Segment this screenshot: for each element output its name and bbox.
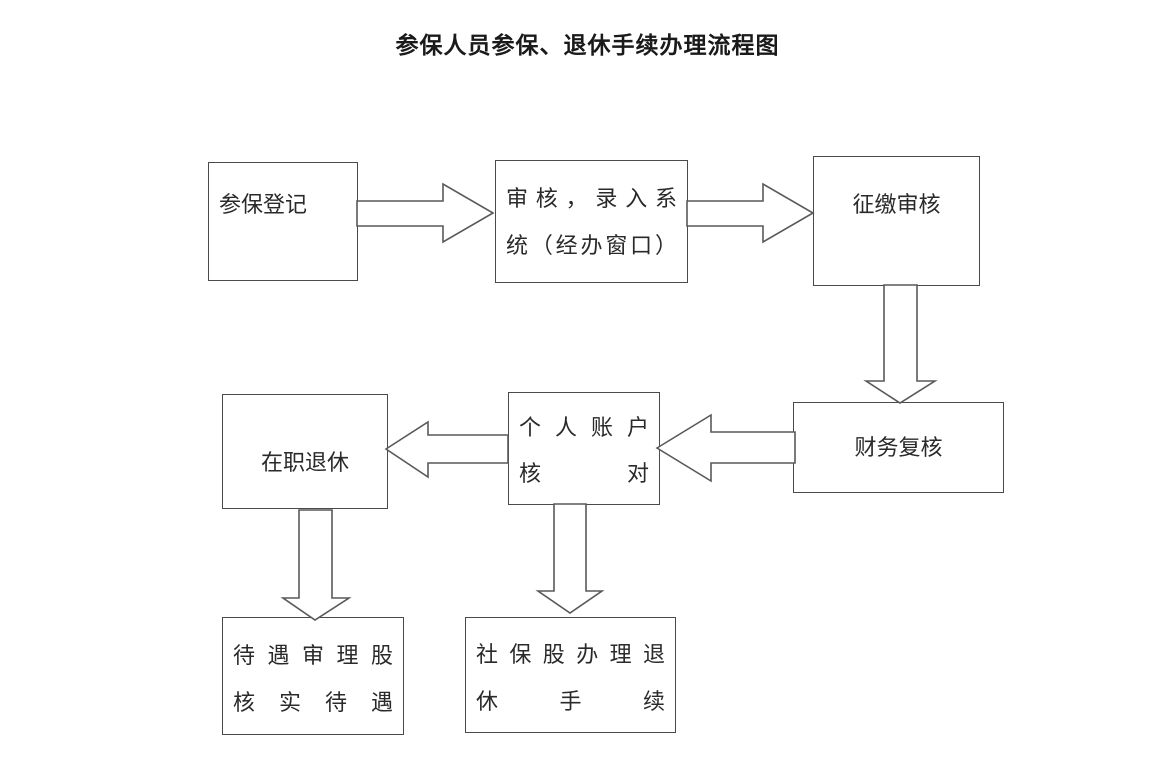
node-personal-account-check[interactable]: 个 人 账 户 核对	[508, 392, 660, 505]
arrow-finance-to-account	[655, 413, 797, 485]
node-label: 个 人 账 户 核对	[519, 415, 649, 486]
node-review-entry-system[interactable]: 审核，录入系 统（经办窗口）	[495, 160, 688, 283]
node-participation-registration[interactable]: 参保登记	[208, 162, 358, 281]
arrow-retirement-to-benefit	[280, 509, 352, 622]
arrow-review-to-collection	[686, 182, 817, 244]
node-label: 在职退休	[260, 450, 349, 475]
arrow-account-to-retirement	[384, 420, 510, 479]
node-label: 社 保 股 办 理 退 休手续	[476, 642, 665, 714]
node-label: 财务复核	[854, 434, 943, 460]
arrow-registration-to-review	[356, 182, 497, 244]
node-finance-recheck[interactable]: 财务复核	[793, 402, 1004, 493]
arrow-account-to-social-security	[535, 503, 605, 616]
node-social-security-section[interactable]: 社 保 股 办 理 退 休手续	[465, 617, 676, 733]
node-label: 参保登记	[219, 192, 308, 217]
node-benefit-review-section[interactable]: 待 遇 审 理 股 核实待遇	[222, 617, 404, 735]
node-label: 待 遇 审 理 股 核实待遇	[233, 643, 393, 715]
page-title: 参保人员参保、退休手续办理流程图	[395, 33, 780, 59]
node-label: 征缴审核	[852, 192, 941, 217]
arrow-collection-to-finance	[863, 284, 938, 405]
node-on-job-retirement[interactable]: 在职退休	[222, 394, 388, 509]
node-collection-review[interactable]: 征缴审核	[813, 156, 980, 286]
node-label: 审核，录入系 统（经办窗口）	[506, 186, 677, 258]
